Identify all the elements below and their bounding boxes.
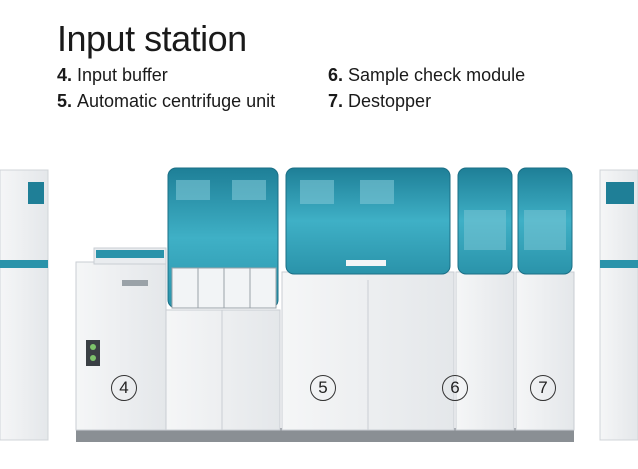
unit-destopper (515, 167, 575, 431)
callout-7: 7 (530, 375, 556, 401)
legend-label: Destopper (348, 91, 432, 111)
neighbor-module-left (0, 169, 49, 441)
legend-number: 7. (328, 91, 344, 111)
unit-centrifuge (281, 167, 455, 431)
legend-label: Sample check module (348, 65, 526, 85)
legend-number: 4. (57, 65, 73, 85)
callout-4: 4 (111, 375, 137, 401)
legend-item-sample-check: 6.Sample check module (328, 65, 525, 86)
legend-item-input-buffer: 4.Input buffer (57, 65, 168, 86)
legend-item-destopper: 7.Destopper (328, 91, 431, 112)
instrument-illustration (0, 150, 638, 469)
neighbor-module-right (599, 169, 638, 441)
legend-label: Automatic centrifuge unit (77, 91, 276, 111)
legend-item-centrifuge: 5.Automatic centrifuge unit (57, 91, 275, 112)
page-title: Input station (57, 18, 247, 59)
base-plinth (76, 428, 574, 442)
unit-input-buffer (75, 167, 281, 431)
callout-5: 5 (310, 375, 336, 401)
legend-number: 6. (328, 65, 344, 85)
instrument-svg (0, 167, 638, 442)
unit-sample-check (455, 167, 515, 431)
callout-6: 6 (442, 375, 468, 401)
legend-label: Input buffer (77, 65, 168, 85)
legend-number: 5. (57, 91, 73, 111)
